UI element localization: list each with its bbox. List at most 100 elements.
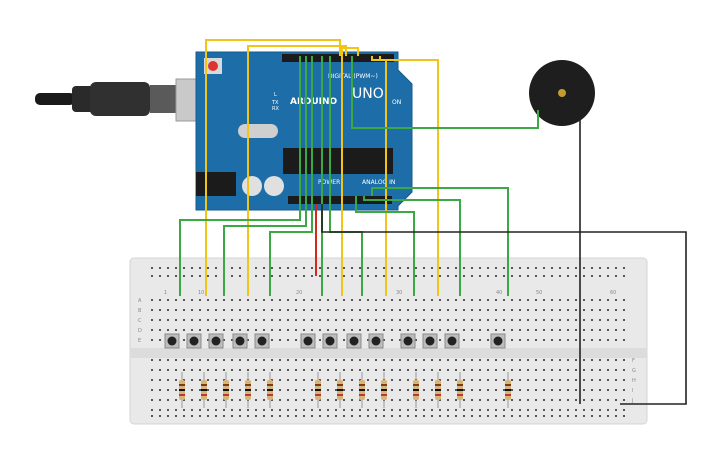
breadboard-hole xyxy=(615,299,617,301)
breadboard-hole xyxy=(559,267,561,269)
breadboard-hole xyxy=(615,267,617,269)
breadboard-hole xyxy=(407,409,409,411)
breadboard-hole xyxy=(287,299,289,301)
breadboard-hole xyxy=(559,309,561,311)
column-number: 30 xyxy=(396,290,402,296)
breadboard-hole xyxy=(231,339,233,341)
breadboard-hole xyxy=(511,339,513,341)
breadboard-hole xyxy=(295,415,297,417)
breadboard-hole xyxy=(343,399,345,401)
breadboard-hole xyxy=(159,399,161,401)
breadboard-hole xyxy=(583,339,585,341)
breadboard-hole xyxy=(239,389,241,391)
breadboard-hole xyxy=(567,267,569,269)
breadboard-hole xyxy=(223,379,225,381)
breadboard-hole xyxy=(447,389,449,391)
breadboard-hole xyxy=(311,299,313,301)
breadboard-hole xyxy=(623,359,625,361)
breadboard-hole xyxy=(519,319,521,321)
breadboard-hole xyxy=(439,319,441,321)
row-letter: F xyxy=(632,358,635,364)
breadboard-hole xyxy=(607,299,609,301)
breadboard-hole xyxy=(535,319,537,321)
breadboard-hole xyxy=(623,399,625,401)
breadboard-hole xyxy=(319,275,321,277)
breadboard-hole xyxy=(287,409,289,411)
breadboard-hole xyxy=(263,267,265,269)
breadboard-hole xyxy=(575,399,577,401)
breadboard-hole xyxy=(191,379,193,381)
resistor xyxy=(223,372,229,408)
push-button xyxy=(400,333,416,349)
breadboard-hole xyxy=(487,319,489,321)
breadboard-hole xyxy=(263,359,265,361)
breadboard-hole xyxy=(479,275,481,277)
breadboard-hole xyxy=(527,319,529,321)
breadboard-hole xyxy=(367,329,369,331)
breadboard-hole xyxy=(271,299,273,301)
breadboard-hole xyxy=(327,379,329,381)
breadboard-hole xyxy=(319,379,321,381)
breadboard-hole xyxy=(495,359,497,361)
breadboard-hole xyxy=(175,379,177,381)
breadboard-hole xyxy=(295,379,297,381)
breadboard-hole xyxy=(383,359,385,361)
breadboard-hole xyxy=(415,415,417,417)
breadboard-hole xyxy=(471,399,473,401)
breadboard-hole xyxy=(607,339,609,341)
breadboard-hole xyxy=(463,267,465,269)
breadboard-hole xyxy=(495,409,497,411)
breadboard-hole xyxy=(615,359,617,361)
breadboard-hole xyxy=(463,379,465,381)
breadboard-hole xyxy=(263,409,265,411)
breadboard-hole xyxy=(583,267,585,269)
breadboard-hole xyxy=(455,415,457,417)
breadboard-hole xyxy=(255,329,257,331)
breadboard-hole xyxy=(295,267,297,269)
breadboard-hole xyxy=(615,309,617,311)
breadboard-hole xyxy=(271,339,273,341)
breadboard-hole xyxy=(447,329,449,331)
push-button xyxy=(490,333,506,349)
breadboard-hole xyxy=(455,329,457,331)
breadboard-hole xyxy=(223,309,225,311)
breadboard-hole xyxy=(455,389,457,391)
breadboard-hole xyxy=(367,339,369,341)
breadboard-hole xyxy=(351,267,353,269)
breadboard-hole xyxy=(191,399,193,401)
breadboard-hole xyxy=(527,339,529,341)
breadboard-hole xyxy=(463,369,465,371)
breadboard-hole xyxy=(543,299,545,301)
breadboard-hole xyxy=(359,275,361,277)
breadboard-hole xyxy=(487,267,489,269)
breadboard-hole xyxy=(431,409,433,411)
breadboard-hole xyxy=(415,409,417,411)
breadboard-hole xyxy=(335,389,337,391)
breadboard-hole xyxy=(151,379,153,381)
breadboard-hole xyxy=(279,299,281,301)
breadboard-hole xyxy=(199,379,201,381)
breadboard-hole xyxy=(367,415,369,417)
breadboard-hole xyxy=(151,369,153,371)
breadboard-hole xyxy=(479,379,481,381)
breadboard-hole xyxy=(503,299,505,301)
breadboard-hole xyxy=(239,379,241,381)
breadboard-hole xyxy=(335,275,337,277)
breadboard-hole xyxy=(375,299,377,301)
breadboard-hole xyxy=(319,399,321,401)
breadboard-hole xyxy=(383,369,385,371)
breadboard-hole xyxy=(359,319,361,321)
breadboard-hole xyxy=(559,359,561,361)
breadboard-hole xyxy=(423,369,425,371)
breadboard-hole xyxy=(223,359,225,361)
breadboard-hole xyxy=(543,369,545,371)
breadboard-hole xyxy=(359,359,361,361)
breadboard-hole xyxy=(535,389,537,391)
breadboard-hole xyxy=(599,275,601,277)
breadboard-hole xyxy=(575,299,577,301)
breadboard-hole xyxy=(271,409,273,411)
breadboard-hole xyxy=(335,319,337,321)
row-letter: I xyxy=(632,388,633,394)
breadboard-hole xyxy=(231,415,233,417)
breadboard-hole xyxy=(471,299,473,301)
